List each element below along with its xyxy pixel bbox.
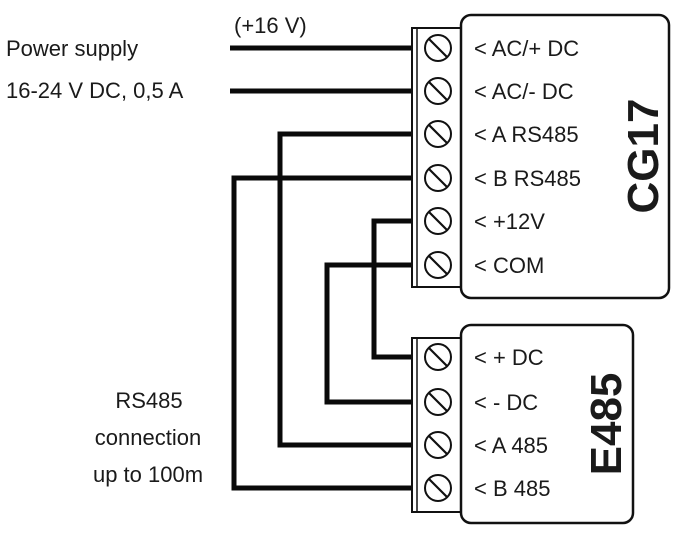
- power-supply-spec: 16-24 V DC, 0,5 A: [6, 78, 184, 103]
- wire-12v: [371, 218, 413, 360]
- screw-terminal-icon: [424, 207, 452, 235]
- screw-terminal-icon: [424, 431, 452, 459]
- terminal-label: < A RS485: [474, 122, 579, 147]
- screw-terminal-icon: [424, 474, 452, 502]
- terminal-label: < B RS485: [474, 166, 581, 191]
- module-name-cg17: CG17: [619, 99, 668, 214]
- rs485-note-line3: up to 100m: [93, 462, 203, 487]
- wire-b-rs485: [231, 175, 413, 491]
- wire-a-rs485: [277, 131, 413, 448]
- screw-terminal-icon: [424, 251, 452, 279]
- terminal-label: < - DC: [474, 390, 538, 415]
- screw-terminal-icon: [424, 34, 452, 62]
- screw-terminal-icon: [424, 388, 452, 416]
- screw-terminal-icon: [424, 77, 452, 105]
- terminal-label: < AC/- DC: [474, 79, 574, 104]
- module-name-e485: E485: [582, 373, 631, 476]
- screw-terminal-icon: [424, 343, 452, 371]
- wires: [230, 45, 413, 491]
- module-body: [459, 323, 635, 525]
- module-e485: < + DC < - DC < A 485 < B 485 E485: [411, 323, 635, 525]
- module-body: [459, 13, 671, 300]
- screw-terminal-icon: [424, 120, 452, 148]
- terminal-label: < COM: [474, 253, 544, 278]
- terminal-strip: [411, 27, 463, 288]
- module-cg17: < AC/+ DC < AC/- DC < A RS485 < B RS485 < +1…: [411, 13, 671, 300]
- terminal-label: < +12V: [474, 209, 545, 234]
- terminal-label: < A 485: [474, 433, 548, 458]
- terminal-label: < AC/+ DC: [474, 36, 579, 61]
- voltage-note: (+16 V): [234, 13, 307, 38]
- terminal-label: < + DC: [474, 345, 544, 370]
- terminal-label: < B 485: [474, 476, 550, 501]
- screw-terminal-icon: [424, 164, 452, 192]
- rs485-note-line2: connection: [95, 425, 201, 450]
- power-supply-label: Power supply: [6, 36, 138, 61]
- wire-com: [324, 262, 413, 405]
- rs485-note-line1: RS485: [115, 388, 182, 413]
